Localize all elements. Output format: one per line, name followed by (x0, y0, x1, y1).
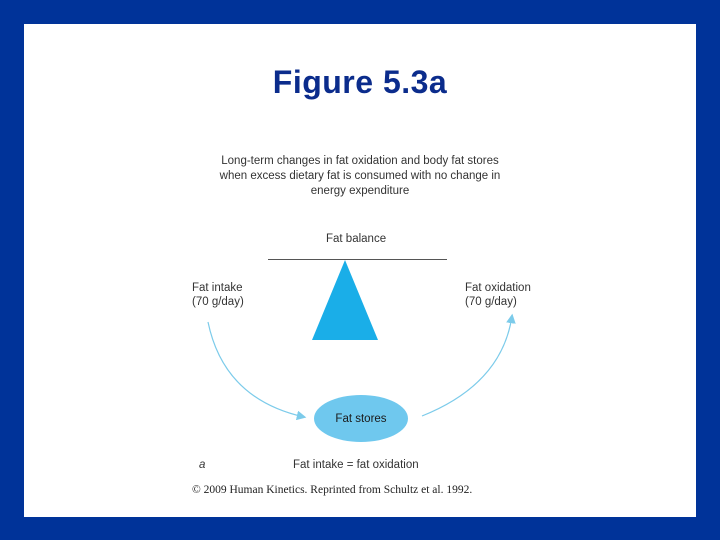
fat-intake-text: Fat intake (192, 282, 243, 294)
copyright-notice: © 2009 Human Kinetics. Reprinted from Sc… (192, 484, 473, 496)
intake-to-stores-arrow (207, 321, 307, 421)
fat-intake-amount: (70 g/day) (192, 296, 244, 308)
caption-line: when excess dietary fat is consumed with… (219, 170, 501, 182)
figure-caption: Long-term changes in fat oxidation and b… (190, 154, 530, 199)
fat-oxidation-amount: (70 g/day) (465, 296, 517, 308)
slide-title: Figure 5.3a (272, 64, 448, 100)
balance-beam (268, 259, 447, 260)
fat-oxidation-text: Fat oxidation (465, 282, 531, 294)
flow-arrows (207, 313, 516, 421)
balance-fulcrum-triangle (312, 260, 378, 340)
balance-equation: Fat intake = fat oxidation (293, 459, 419, 471)
panel-letter: a (199, 459, 206, 471)
stores-to-oxidation-arrow (421, 313, 516, 417)
fat-stores-ellipse: Fat stores (314, 395, 408, 442)
caption-line: energy expenditure (310, 185, 410, 197)
slide: Figure 5.3a Long-term changes in fat oxi… (24, 24, 696, 517)
caption-line: Long-term changes in fat oxidation and b… (221, 155, 499, 167)
fat-balance-label: Fat balance (326, 233, 387, 245)
fat-intake-label: Fat intake (70 g/day) (192, 281, 244, 309)
fat-oxidation-label: Fat oxidation (70 g/day) (465, 281, 531, 309)
fat-stores-label: Fat stores (335, 412, 387, 425)
